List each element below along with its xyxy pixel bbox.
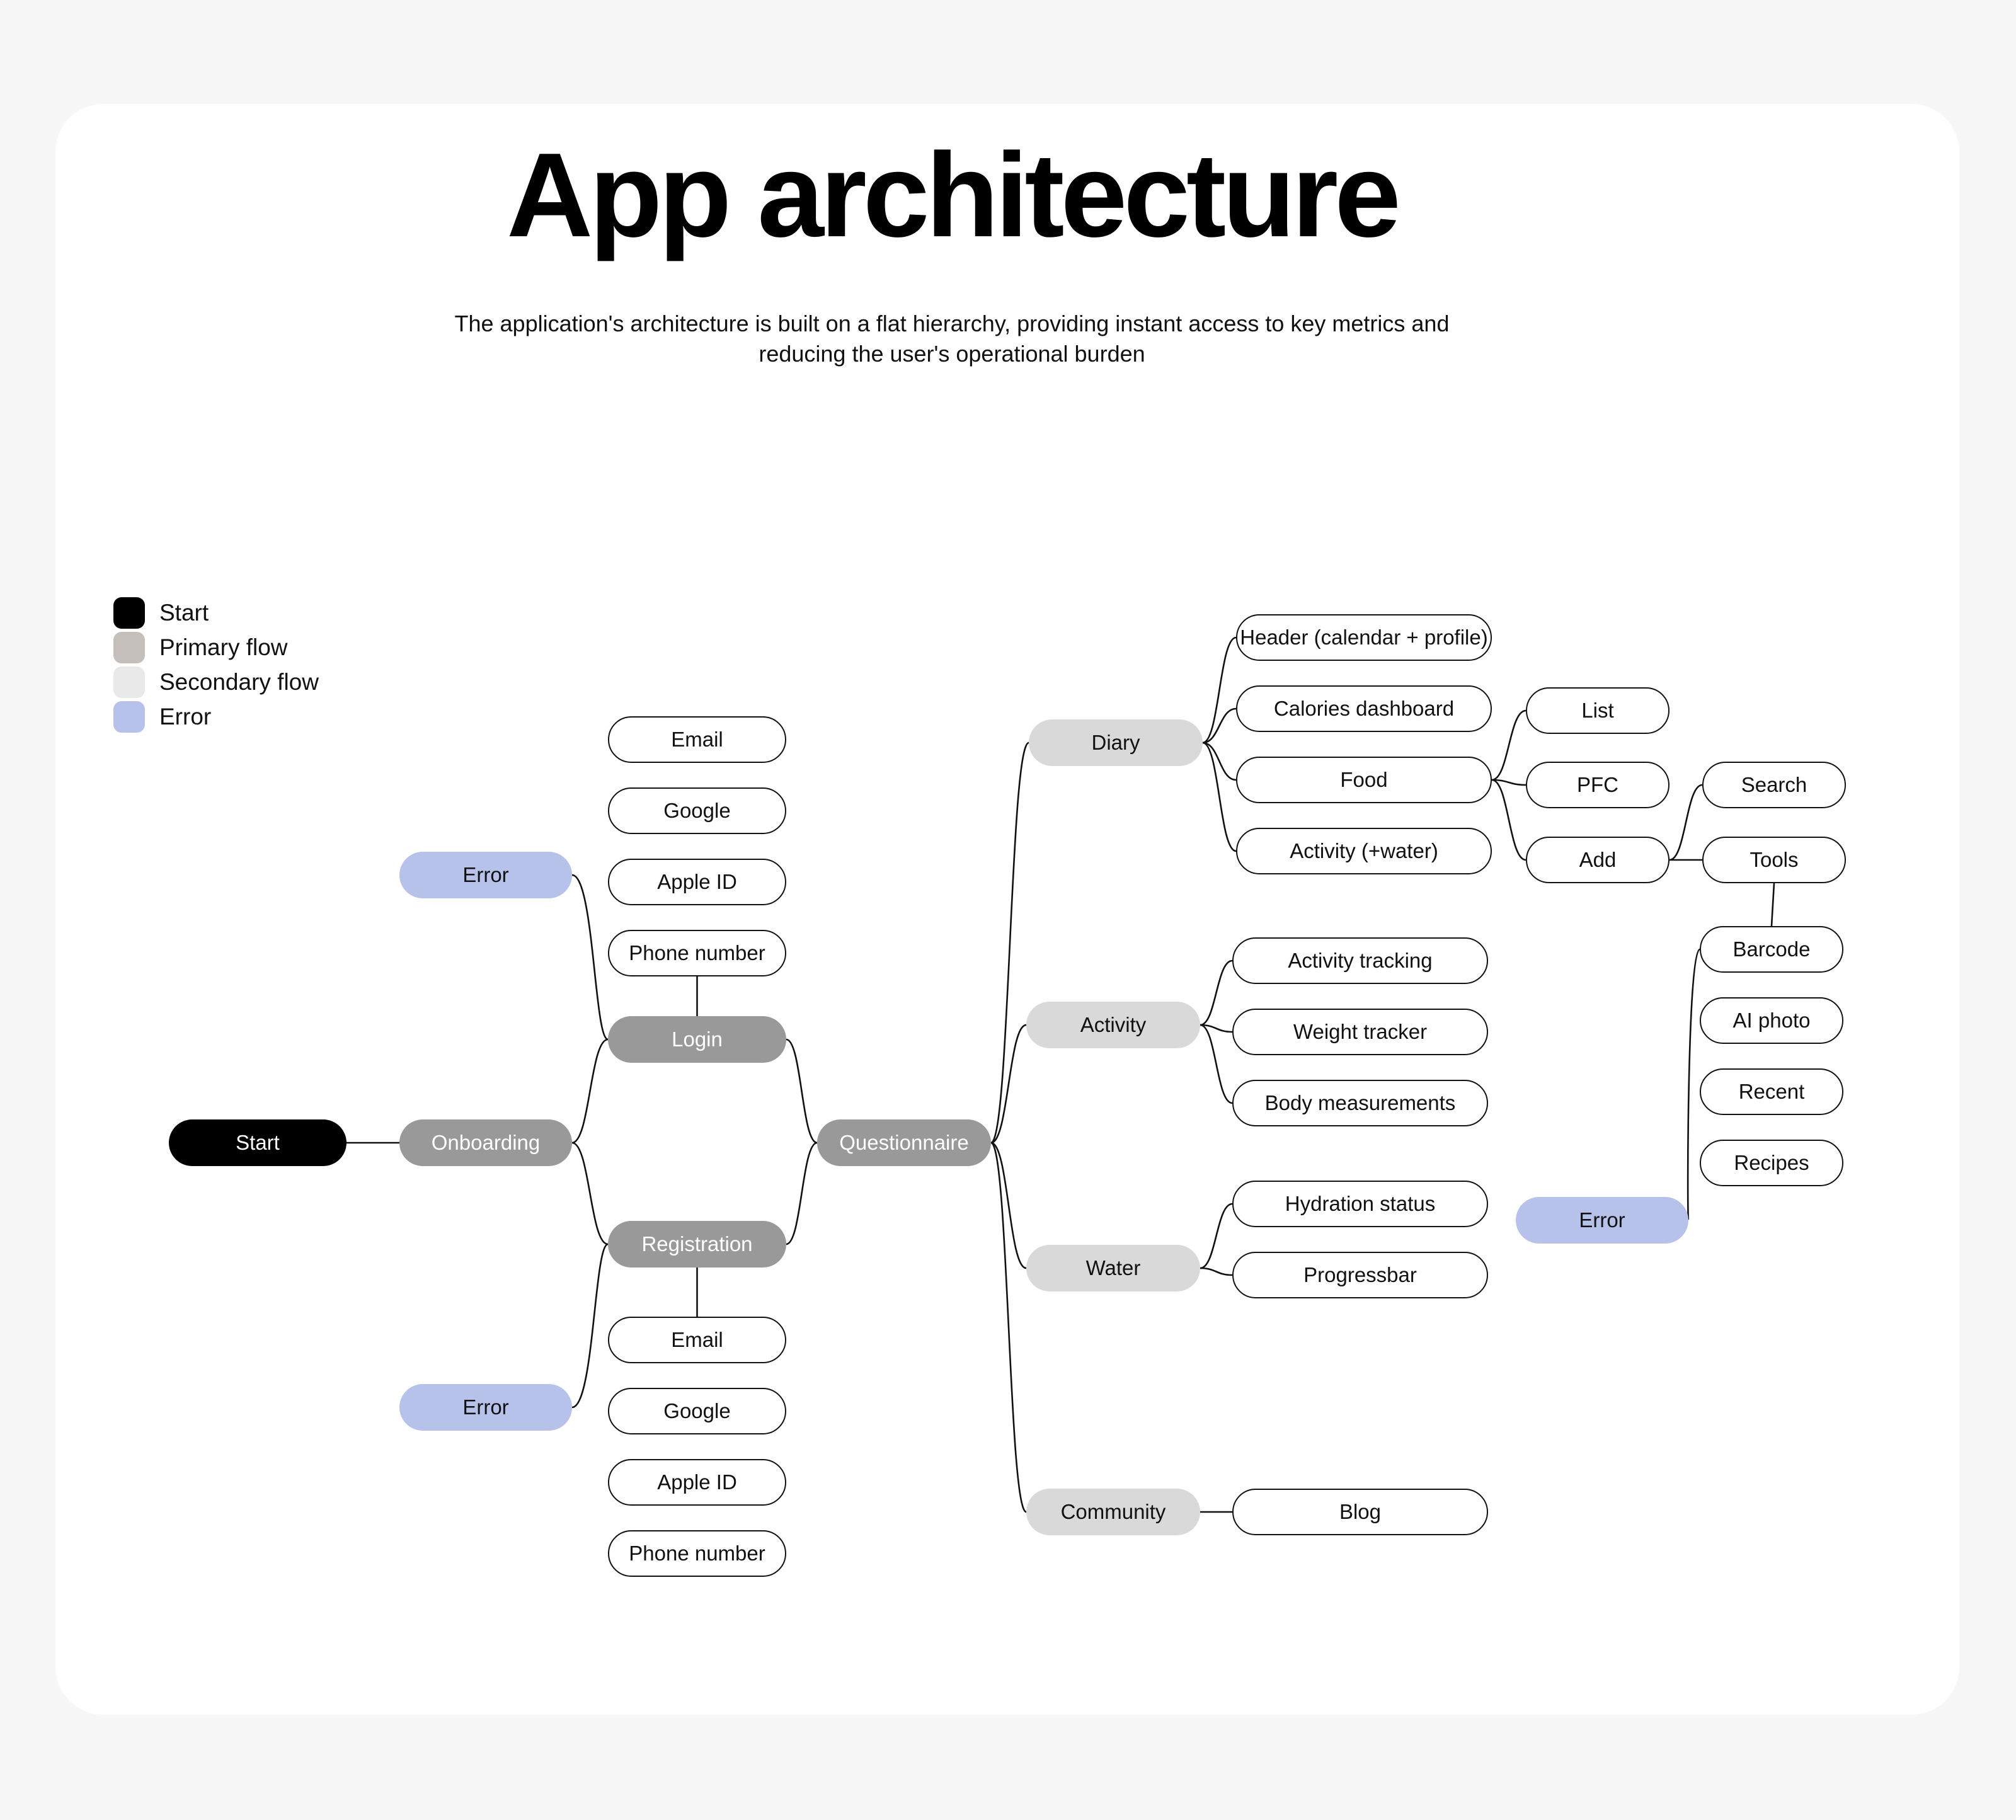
node-aiphoto[interactable]: AI photo (1700, 997, 1843, 1044)
legend-swatch-secondary-flow (113, 666, 145, 698)
node-label: Header (calendar + profile) (1240, 626, 1488, 649)
node-label: Water (1085, 1256, 1141, 1279)
node-community[interactable]: Community (1026, 1489, 1200, 1535)
node-label: List (1581, 699, 1614, 722)
legend: Start Primary flow Secondary flow Error (113, 595, 319, 734)
node-blog[interactable]: Blog (1232, 1489, 1488, 1535)
node-label: Start (236, 1131, 280, 1154)
node-food[interactable]: Food (1236, 757, 1492, 803)
node-recent[interactable]: Recent (1700, 1068, 1843, 1115)
node-acttrack[interactable]: Activity tracking (1232, 937, 1488, 984)
node-search[interactable]: Search (1702, 762, 1846, 808)
node-label: Weight tracker (1293, 1020, 1428, 1043)
node-label: Tools (1750, 848, 1799, 871)
node-err_login[interactable]: Error (399, 852, 572, 898)
node-err_reg[interactable]: Error (399, 1384, 572, 1431)
page-title: App architecture (507, 129, 1401, 262)
node-header[interactable]: Header (calendar + profile) (1236, 614, 1492, 661)
node-l_google[interactable]: Google (608, 787, 786, 834)
node-label: Progressbar (1303, 1263, 1417, 1286)
node-label: Email (671, 1328, 723, 1351)
node-label: PFC (1577, 773, 1618, 796)
node-progressbar[interactable]: Progressbar (1232, 1252, 1488, 1298)
node-r_google[interactable]: Google (608, 1388, 786, 1434)
node-l_apple[interactable]: Apple ID (608, 859, 786, 905)
node-pfc[interactable]: PFC (1526, 762, 1670, 808)
node-label: Search (1741, 773, 1807, 796)
node-label: Community (1060, 1500, 1166, 1523)
node-label: Food (1340, 768, 1388, 791)
node-registration[interactable]: Registration (608, 1221, 786, 1268)
node-label: Barcode (1732, 937, 1811, 961)
node-r_email[interactable]: Email (608, 1317, 786, 1363)
node-label: Error (462, 863, 509, 886)
legend-label-secondary-flow: Secondary flow (159, 668, 319, 695)
page-subtitle: The application's architecture is built … (454, 311, 1450, 367)
node-actwater[interactable]: Activity (+water) (1236, 828, 1492, 874)
node-label: Calories dashboard (1273, 697, 1455, 720)
node-label: Apple ID (657, 870, 737, 893)
node-calories[interactable]: Calories dashboard (1236, 685, 1492, 732)
node-hydration[interactable]: Hydration status (1232, 1181, 1488, 1227)
node-quest[interactable]: Questionnaire (817, 1119, 991, 1166)
node-label: Activity (1080, 1013, 1147, 1036)
node-label: Apple ID (657, 1470, 737, 1494)
node-activity[interactable]: Activity (1026, 1002, 1200, 1048)
node-label: Login (672, 1027, 723, 1051)
node-label: Google (663, 799, 731, 822)
node-label: Phone number (629, 941, 765, 964)
node-tools[interactable]: Tools (1702, 837, 1846, 883)
legend-item-start: Start (113, 595, 319, 630)
node-list[interactable]: List (1526, 687, 1670, 734)
node-diary[interactable]: Diary (1029, 719, 1203, 766)
legend-swatch-primary-flow (113, 631, 145, 663)
node-label: Error (462, 1395, 509, 1419)
node-label: Activity tracking (1288, 949, 1433, 972)
node-label: Onboarding (431, 1131, 541, 1154)
legend-item-primary-flow: Primary flow (113, 630, 319, 665)
node-weight[interactable]: Weight tracker (1232, 1009, 1488, 1055)
node-label: Blog (1339, 1500, 1382, 1523)
node-login[interactable]: Login (608, 1016, 786, 1063)
node-l_phone[interactable]: Phone number (608, 930, 786, 976)
node-barcode[interactable]: Barcode (1700, 926, 1843, 973)
node-label: Google (663, 1399, 731, 1422)
node-r_apple[interactable]: Apple ID (608, 1459, 786, 1506)
node-start[interactable]: Start (169, 1119, 346, 1166)
legend-label-error: Error (159, 703, 212, 730)
node-label: Phone number (629, 1542, 765, 1565)
node-label: Body measurements (1264, 1091, 1456, 1114)
node-label: Recent (1738, 1080, 1805, 1103)
node-label: Hydration status (1285, 1192, 1436, 1215)
node-add[interactable]: Add (1526, 837, 1670, 883)
node-l_email[interactable]: Email (608, 716, 786, 763)
legend-item-error: Error (113, 699, 319, 734)
node-label: Add (1579, 848, 1617, 871)
node-err_tools[interactable]: Error (1516, 1197, 1688, 1244)
legend-swatch-start (113, 597, 145, 629)
node-body[interactable]: Body measurements (1232, 1080, 1488, 1126)
node-label: Recipes (1734, 1151, 1809, 1174)
node-label: AI photo (1732, 1009, 1811, 1032)
node-label: Registration (641, 1232, 753, 1256)
node-onboarding[interactable]: Onboarding (399, 1119, 572, 1166)
node-label: Email (671, 728, 723, 751)
node-label: Error (1579, 1208, 1625, 1232)
node-label: Diary (1091, 731, 1140, 754)
legend-item-secondary-flow: Secondary flow (113, 665, 319, 699)
legend-swatch-error (113, 701, 145, 733)
legend-label-start: Start (159, 599, 209, 626)
node-recipes[interactable]: Recipes (1700, 1140, 1843, 1186)
node-r_phone[interactable]: Phone number (608, 1530, 786, 1577)
node-label: Activity (+water) (1290, 839, 1438, 862)
node-label: Questionnaire (839, 1131, 969, 1154)
node-water[interactable]: Water (1026, 1245, 1200, 1291)
legend-label-primary-flow: Primary flow (159, 634, 288, 660)
